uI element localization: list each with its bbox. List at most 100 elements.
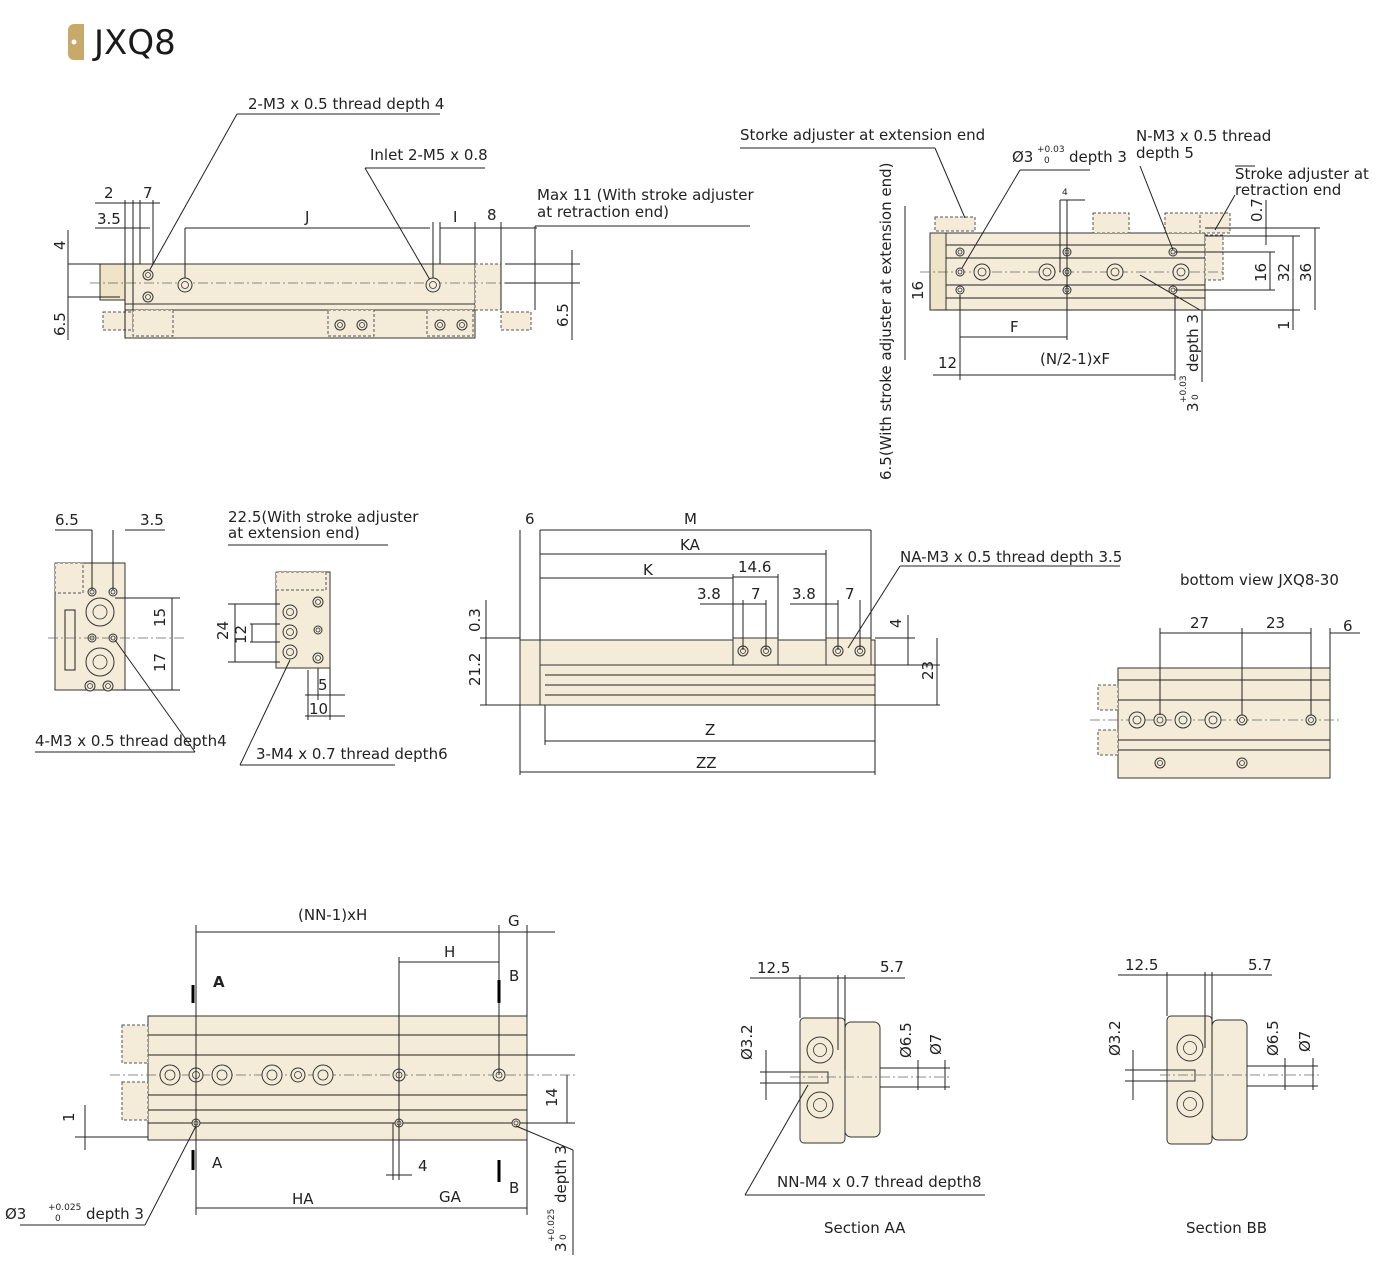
- side-view: Storke adjuster at extension end Ø3 +0.0…: [740, 126, 1369, 480]
- hole-inner-ring: [1239, 760, 1245, 766]
- hole-inner-ring: [1183, 1041, 1197, 1055]
- dim-GA: GA: [439, 1188, 462, 1206]
- callout-nn-m4: NN-M4 x 0.7 thread depth8: [777, 1173, 982, 1191]
- dim-I: I: [453, 208, 457, 226]
- dim-5-7: 5.7: [880, 958, 904, 976]
- hole-icon: [955, 267, 965, 277]
- callout-4-m3: 4-M3 x 0.5 thread depth4: [35, 732, 227, 750]
- dim-HA: HA: [292, 1190, 314, 1208]
- callout-hole-suffix: depth 3: [1069, 148, 1127, 166]
- m3-thread-hole: [142, 269, 154, 281]
- m3-thread-hole: [142, 291, 154, 303]
- drawing-line: [144, 1125, 197, 1226]
- drawing-line: [114, 639, 196, 753]
- hole-icon: [806, 1036, 834, 1064]
- front-view: 6 M KA K 14.6 3.8 7 3.8 7 NA-M3 x 0.5 th…: [466, 510, 1122, 775]
- drawing-line: [515, 1125, 574, 1151]
- dim-12: 12: [938, 354, 957, 372]
- drawing-line: [147, 113, 238, 274]
- page-title: JXQ8: [92, 23, 176, 63]
- callout-thread: 2-M3 x 0.5 thread depth 4: [248, 95, 444, 113]
- hole-inner-ring: [977, 267, 987, 277]
- callout-inlet: Inlet 2-M5 x 0.8: [370, 146, 488, 164]
- hole-inner-ring: [957, 249, 963, 255]
- hole-inner-ring: [429, 281, 437, 289]
- dim-4: 4: [418, 1157, 428, 1175]
- hole-icon: [955, 285, 965, 295]
- dim-0-3: 0.3: [466, 608, 484, 632]
- drawing-line: [1214, 194, 1236, 231]
- hole-icon: [282, 624, 298, 640]
- callout-na-m3: NA-M3 x 0.5 thread depth 3.5: [900, 548, 1122, 566]
- hole-inner-ring: [1183, 1097, 1197, 1111]
- hole-icon: [456, 319, 468, 331]
- dim-4: 4: [887, 618, 905, 628]
- drawing-shape: [147, 1015, 528, 1141]
- drawing-shape: [1166, 1069, 1196, 1082]
- hole-icon: [1204, 711, 1222, 729]
- hole-icon: [1106, 263, 1124, 281]
- dim-tol-base: 3: [1184, 402, 1202, 412]
- hole-icon: [282, 604, 298, 620]
- max-note-line2: at retraction end): [537, 203, 669, 221]
- dim-7: 7: [143, 184, 153, 202]
- section-mark-B-top: B: [509, 967, 519, 985]
- section-bb-label: Section BB: [1186, 1219, 1267, 1237]
- dim-14: 14: [543, 1088, 561, 1107]
- hole-inner-ring: [1208, 715, 1218, 725]
- hole-icon: [1154, 757, 1166, 769]
- hole-icon: [1305, 714, 1317, 726]
- dim-36: 36: [1297, 263, 1315, 282]
- dim-4: 4: [1062, 188, 1068, 198]
- section-aa: 12.5 5.7 Ø3.2 Ø6.5 Ø7 NN-M4 x 0.7 thread…: [738, 958, 985, 1237]
- hole-tol-upper: +0.025: [48, 1203, 81, 1213]
- drawing-shape: [1092, 212, 1130, 234]
- dim-12-5: 12.5: [757, 959, 790, 977]
- bottom-view-title: bottom view JXQ8-30: [1180, 571, 1339, 589]
- dim-NN-1-H: (NN-1)xH: [298, 906, 367, 924]
- drawing-shape: [121, 1081, 149, 1121]
- drawing-shape: [519, 639, 541, 706]
- drawing-shape: [132, 309, 174, 337]
- note-line2: at extension end): [228, 524, 360, 542]
- hole-icon: [973, 263, 991, 281]
- hole-inner-ring: [145, 294, 151, 300]
- hole-inner-ring: [164, 1069, 176, 1081]
- dim-16-right: 16: [1252, 263, 1270, 282]
- top-view-holes: [142, 269, 468, 331]
- drawing-shape: [275, 571, 327, 591]
- callout-hole-prefix: Ø3: [1012, 148, 1033, 166]
- vertical-tol-base: 3: [552, 1242, 570, 1252]
- dim-7-a: 7: [751, 585, 761, 603]
- dim-17: 17: [151, 653, 169, 672]
- callout-adjuster-retraction-line2: retraction end: [1235, 181, 1341, 199]
- top-view: 2-M3 x 0.5 thread depth 4 Inlet 2-M5 x 0…: [51, 95, 754, 340]
- drawing-shape: [102, 311, 134, 331]
- hole-inner-ring: [145, 272, 151, 278]
- dim-8: 8: [487, 206, 497, 224]
- drawing-shape: [1097, 684, 1119, 711]
- hole-tol-lower: 0: [55, 1214, 61, 1224]
- section-bb: 12.5 5.7 Ø3.2 Ø6.5 Ø7 Section BB: [1106, 956, 1320, 1237]
- max-note-line1: Max 11 (With stroke adjuster: [537, 186, 754, 204]
- vertical-tol-lower: 0: [559, 1234, 569, 1240]
- section-mark-A-top: A: [213, 973, 225, 991]
- end-view-left: 6.5 3.5 15 17 4-M3 x 0.5 thread depth4: [35, 511, 227, 753]
- dim-6-5: 6.5: [55, 511, 79, 529]
- inlet-port: [177, 277, 193, 293]
- dim-H: H: [444, 943, 455, 961]
- dim-N-2-1-F: (N/2-1)xF: [1040, 350, 1110, 368]
- hole-inner-ring: [1176, 267, 1186, 277]
- dim-6: 6: [1343, 617, 1353, 635]
- callout-thread-line2: depth 5: [1136, 144, 1194, 162]
- hole-icon: [312, 596, 324, 608]
- drawing-line: [364, 167, 434, 286]
- hole-icon: [806, 1091, 834, 1119]
- hole-inner-ring: [294, 1071, 302, 1079]
- hole-icon: [313, 625, 323, 635]
- drawing-shape: [1097, 729, 1119, 756]
- drawing-shape: [1164, 212, 1202, 234]
- hole-inner-ring: [437, 322, 443, 328]
- hole-inner-ring: [513, 1120, 519, 1126]
